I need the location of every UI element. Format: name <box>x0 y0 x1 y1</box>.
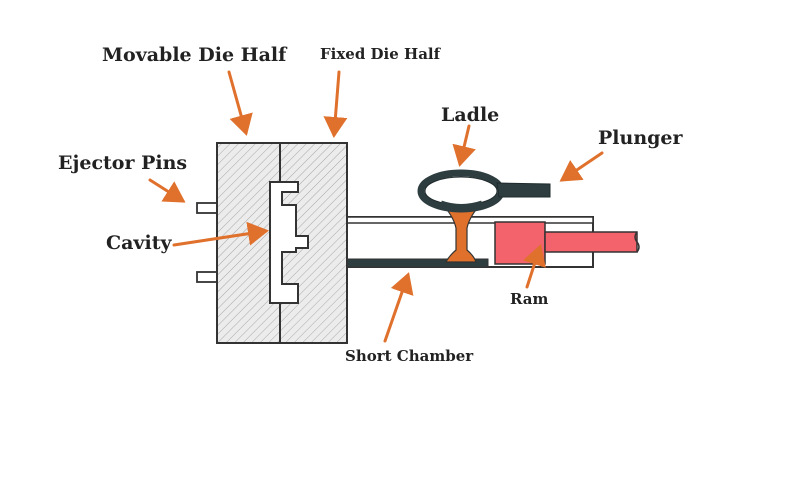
label-ladle: Ladle <box>441 104 500 126</box>
label-fixed-die-half: Fixed Die Half <box>320 45 441 63</box>
die-cavity <box>269 181 309 304</box>
arrow-short-chamber <box>383 272 414 343</box>
label-plunger: Plunger <box>598 127 683 149</box>
label-ejector-pins: Ejector Pins <box>58 152 188 174</box>
arrow-ejector-pins <box>148 178 186 203</box>
plunger-rod <box>544 231 638 253</box>
arrows <box>148 70 604 343</box>
molten-metal <box>439 202 484 263</box>
label-ram: Ram <box>510 290 549 308</box>
arrow-plunger <box>559 151 604 182</box>
plunger-rod-break <box>634 231 640 253</box>
arrow-ram <box>523 244 546 289</box>
arrow-movable-die-half <box>227 70 253 136</box>
ladle <box>417 169 551 213</box>
arrow-fixed-die-half <box>323 70 348 138</box>
label-movable-die-half: Movable Die Half <box>102 44 287 66</box>
label-short-chamber: Short Chamber <box>345 347 474 365</box>
arrow-cavity <box>172 221 269 247</box>
label-cavity: Cavity <box>106 232 172 254</box>
arrow-ladle <box>452 124 476 167</box>
